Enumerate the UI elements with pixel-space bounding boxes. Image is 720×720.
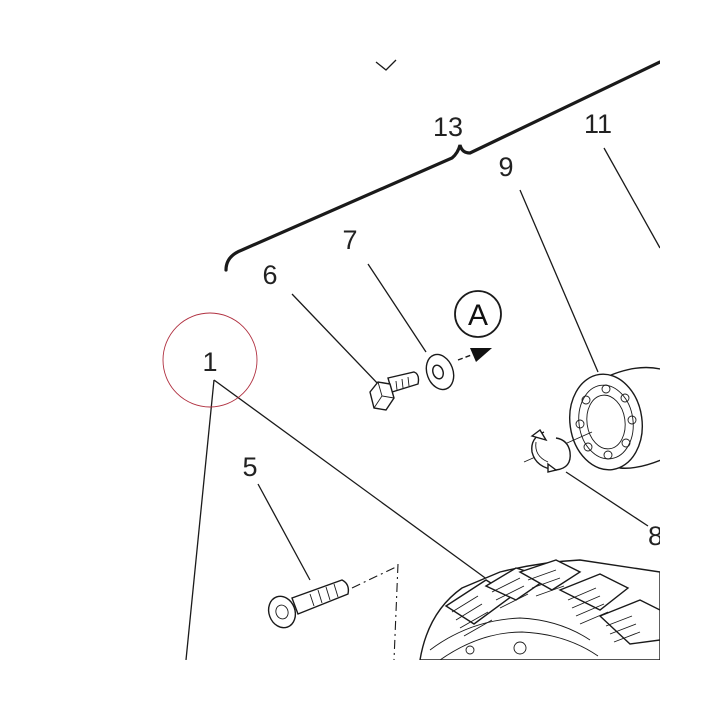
leader-line-9 xyxy=(519,189,599,373)
detail-marker-a: A xyxy=(454,290,502,338)
direction-arrow xyxy=(457,348,492,362)
leader-line-8 xyxy=(565,471,649,527)
leader-line-7 xyxy=(367,263,427,353)
callout-13: 13 xyxy=(433,112,463,142)
circlip-part-8 xyxy=(530,428,571,473)
bearing-part-9 xyxy=(523,366,660,471)
detail-marker-label: A xyxy=(468,299,488,332)
leader-line-11 xyxy=(603,147,660,249)
cut-off-glyph xyxy=(375,59,397,71)
washer-part-7 xyxy=(425,353,455,391)
hex-bolt-part-6 xyxy=(369,371,420,411)
callout-7: 7 xyxy=(342,225,357,255)
stator-part xyxy=(419,559,660,660)
callout-1: 1 xyxy=(202,347,217,377)
leader-line-1b xyxy=(213,379,489,581)
callout-5: 5 xyxy=(242,452,257,482)
callout-6: 6 xyxy=(262,260,277,290)
assembly-13-brace xyxy=(224,60,660,272)
leader-line-5 xyxy=(257,483,311,581)
highlight-circle xyxy=(162,312,258,408)
leader-line-6 xyxy=(291,293,381,387)
callout-11: 11 xyxy=(584,109,612,139)
leader-line-1a xyxy=(185,379,215,660)
socket-bolt-part-5 xyxy=(267,563,399,660)
callout-8: 8 xyxy=(648,521,663,551)
callout-9: 9 xyxy=(498,152,513,182)
